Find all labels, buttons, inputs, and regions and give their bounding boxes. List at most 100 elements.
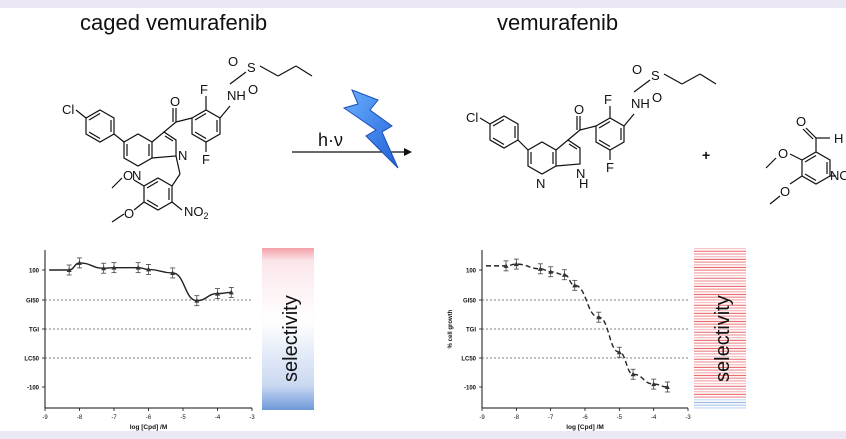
x-tick-label: -3 [249, 415, 255, 421]
data-point [513, 261, 519, 267]
top-band [0, 0, 846, 8]
atom-f-bottom-right: F [606, 160, 614, 175]
lightning-bolt-icon [342, 89, 399, 169]
selectivity-stripes-right [694, 248, 746, 409]
y-axis-label: % cell growth [448, 309, 454, 348]
atom-o-carbonyl-left: O [170, 94, 180, 109]
selectivity-stripe [694, 275, 746, 277]
y-tick-label: TGI [29, 328, 39, 334]
selectivity-stripe [694, 296, 746, 298]
selectivity-stripe [694, 396, 746, 398]
nitrosobenzaldehyde-structure [765, 127, 836, 205]
atom-cl-right: Cl [466, 110, 478, 125]
plus-sign: + [702, 147, 710, 163]
selectivity-stripe [694, 323, 746, 325]
atom-n-pyrrole-left: N [178, 148, 187, 163]
selectivity-stripe [694, 315, 746, 317]
atom-nh-right: NH [631, 96, 650, 111]
selectivity-stripe [694, 310, 746, 312]
selectivity-stripe [694, 318, 746, 320]
data-point [194, 298, 200, 303]
y-tick-label: GI50 [463, 299, 477, 305]
atom-n-pyridine-left: N [132, 168, 141, 183]
selectivity-label-left: selectivity [280, 295, 302, 382]
caged-vemurafenib-structure [75, 65, 313, 223]
selectivity-stripe [694, 407, 746, 409]
data-point [135, 265, 141, 270]
atom-o-aldehyde: O [796, 114, 806, 129]
atom-o-methoxy-1-left: O [123, 168, 133, 183]
atom-n-pyrrole-right: N [576, 166, 585, 181]
atom-n-pyridine-right: N [536, 176, 545, 191]
x-tick-label: -7 [548, 415, 554, 421]
atom-nh-left: NH [227, 88, 246, 103]
atom-o-methoxy-2-left: O [124, 206, 134, 221]
atom-o-methoxy-1-byproduct: O [778, 146, 788, 161]
fit-curve [49, 262, 232, 302]
selectivity-stripe [694, 269, 746, 271]
y-tick-label: -100 [464, 386, 477, 392]
bottom-band [0, 431, 846, 439]
selectivity-stripe [694, 388, 746, 390]
selectivity-stripe [694, 353, 746, 355]
data-point [215, 291, 220, 296]
atom-s-right: S [651, 68, 660, 83]
selectivity-stripe [694, 350, 746, 352]
selectivity-stripe [694, 385, 746, 387]
caged-vemurafenib-atoms: Cl O F F NH S O O N N O O NO2 [62, 54, 258, 221]
atom-cl-left: Cl [62, 102, 74, 117]
selectivity-bar-left [262, 248, 314, 410]
x-tick-label: -6 [146, 415, 152, 421]
data-point [630, 371, 636, 377]
selectivity-stripe [694, 372, 746, 374]
selectivity-stripe [694, 264, 746, 266]
selectivity-stripe [694, 369, 746, 371]
selectivity-stripe [694, 288, 746, 290]
data-point [548, 269, 554, 274]
selectivity-stripe [694, 404, 746, 406]
selectivity-stripe [694, 380, 746, 382]
selectivity-stripe [694, 331, 746, 333]
selectivity-stripe [694, 299, 746, 301]
title-vemurafenib: vemurafenib [497, 10, 619, 35]
vemurafenib-atoms: Cl O F F NH S O O N N H [466, 62, 662, 191]
data-point [111, 265, 117, 270]
selectivity-stripe [694, 250, 746, 252]
data-point [503, 263, 509, 268]
x-axis-label: log [Cpd] /M [130, 424, 168, 431]
selectivity-stripe [694, 374, 746, 377]
atom-no-truncated: NO [830, 168, 846, 183]
y-tick-label: LC50 [24, 357, 39, 363]
x-tick-label: -5 [617, 415, 623, 421]
selectivity-stripe [694, 337, 746, 339]
data-point [651, 381, 657, 387]
selectivity-stripe [694, 266, 746, 269]
selectivity-stripe [694, 312, 746, 314]
selectivity-stripe [694, 358, 746, 360]
selectivity-stripe [694, 280, 746, 282]
atom-no2-left: NO2 [184, 204, 209, 221]
x-tick-label: -9 [479, 415, 485, 421]
fit-curve [486, 263, 668, 388]
selectivity-stripe [694, 277, 746, 279]
selectivity-stripe [694, 399, 746, 401]
reaction-arrow [292, 148, 412, 156]
data-point [66, 267, 72, 272]
selectivity-stripe [694, 342, 746, 344]
selectivity-stripe [694, 347, 746, 350]
data-point [616, 349, 622, 355]
selectivity-stripe [694, 248, 746, 250]
selectivity-stripe [694, 366, 746, 368]
atom-o-methoxy-2-byproduct: O [780, 184, 790, 199]
data-point [572, 282, 578, 288]
atom-h-pyrrole-right: H [579, 176, 588, 191]
selectivity-stripe [694, 356, 746, 358]
selectivity-stripe [694, 361, 746, 363]
selectivity-stripe [694, 377, 746, 379]
y-tick-label: TGI [466, 328, 476, 334]
selectivity-stripe [694, 256, 746, 258]
selectivity-stripe [694, 302, 746, 304]
selectivity-stripe [694, 285, 746, 287]
